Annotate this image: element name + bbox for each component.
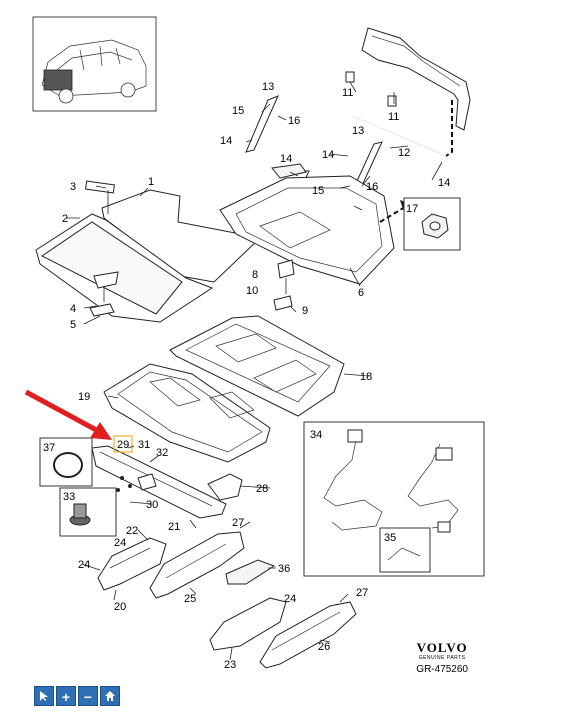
- callout-17: 17: [406, 203, 418, 215]
- pointer-button[interactable]: [34, 686, 54, 706]
- callout-16-b: 16: [366, 181, 378, 193]
- load-floor-tray: [219, 163, 411, 311]
- callout-12: 12: [398, 147, 410, 159]
- callout-35: 35: [384, 532, 396, 544]
- callout-3: 3: [70, 181, 76, 193]
- callout-10: 10: [246, 285, 258, 297]
- diagram-code: GR-475260: [416, 664, 468, 675]
- callout-24-a: 24: [114, 537, 126, 549]
- callout-20: 20: [114, 601, 126, 613]
- callout-25: 25: [184, 593, 196, 605]
- callout-27-a: 27: [232, 517, 244, 529]
- inset-nut-17: [403, 197, 461, 251]
- parcel-shelf-parts: [35, 180, 262, 323]
- callout-18: 18: [360, 371, 372, 383]
- callout-7: 7: [304, 169, 310, 181]
- leader-lines: [66, 81, 443, 661]
- volvo-brand-block: VOLVO GENUINE PARTS GR-475260: [416, 640, 468, 675]
- callout-31: 31: [138, 439, 150, 451]
- callout-14-d: 14: [438, 177, 450, 189]
- highlight-arrow: [24, 389, 112, 440]
- callout-26: 26: [318, 641, 330, 653]
- callout-34: 34: [310, 429, 322, 441]
- tailgate-trim-parts: [245, 27, 471, 193]
- callout-14-b: 14: [280, 153, 292, 165]
- inset-grommet-37: [39, 437, 93, 487]
- home-icon: [105, 691, 115, 701]
- callout-23: 23: [224, 659, 236, 671]
- part-29-highlight-box: [113, 435, 133, 453]
- inset-fastener-33: [59, 487, 117, 537]
- callout-37: 37: [43, 442, 55, 454]
- volvo-logo: VOLVO: [416, 640, 468, 655]
- callout-14-c: 14: [322, 149, 334, 161]
- callout-29: 29: [117, 439, 129, 451]
- callout-2: 2: [62, 213, 68, 225]
- callout-11-a: 11: [342, 87, 353, 99]
- callout-14-a: 14: [220, 135, 232, 147]
- scuff-plate-parts: [91, 445, 243, 519]
- brand-subtitle: GENUINE PARTS: [418, 655, 466, 661]
- callout-16-a: 16: [288, 115, 300, 127]
- side-trim-panels: [97, 531, 357, 669]
- callout-22: 22: [126, 525, 138, 537]
- callout-8: 8: [252, 269, 258, 281]
- callout-15-b: 15: [312, 185, 324, 197]
- callout-6: 6: [358, 287, 364, 299]
- callout-9: 9: [302, 305, 308, 317]
- zoom-out-button[interactable]: −: [78, 686, 98, 706]
- pointer-icon: [40, 691, 48, 701]
- callout-32: 32: [156, 447, 168, 459]
- home-button[interactable]: [100, 686, 120, 706]
- callout-36: 36: [278, 563, 290, 575]
- callout-24-b: 24: [78, 559, 90, 571]
- callout-30: 30: [146, 499, 158, 511]
- callout-1: 1: [148, 176, 154, 188]
- callout-19: 19: [78, 391, 90, 403]
- callout-15-a: 15: [232, 105, 244, 117]
- callout-11-b: 11: [388, 111, 399, 123]
- inset-wiring-34: [303, 421, 485, 577]
- callout-labels: 1 2 3 4 5 6 7 8 9 10 11 11 12 13 13 14 1…: [43, 81, 450, 671]
- callout-13-b: 13: [352, 125, 364, 137]
- callout-33: 33: [63, 491, 75, 503]
- callout-24-c: 24: [284, 593, 296, 605]
- callout-27-b: 27: [356, 587, 368, 599]
- callout-28: 28: [256, 483, 268, 495]
- vehicle-thumbnail: [32, 16, 157, 112]
- callout-13-a: 13: [262, 81, 274, 93]
- zoom-toolbar: + −: [34, 686, 120, 706]
- callout-21: 21: [168, 521, 180, 533]
- callout-4: 4: [70, 303, 76, 315]
- cargo-trays: [103, 315, 345, 463]
- zoom-in-button[interactable]: +: [56, 686, 76, 706]
- callout-5: 5: [70, 319, 76, 331]
